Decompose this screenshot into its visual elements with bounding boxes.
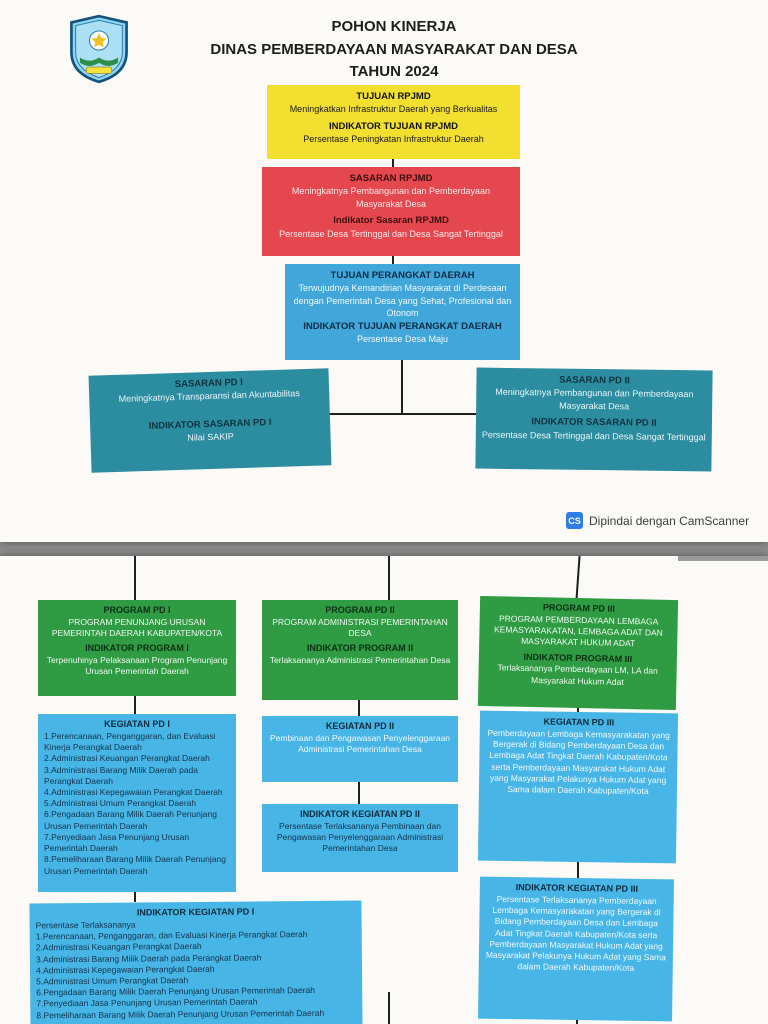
sasaran-rpjmd-indicator-body: Persentase Desa Tertinggal dan Desa Sang…: [279, 228, 503, 239]
tujuan-pd-indicator-body: Persentase Desa Maju: [356, 334, 449, 345]
program-pd-1-indicator-body: Terpenuhinya Pelaksanaan Program Penunja…: [46, 655, 228, 677]
program-pd-1-box: PROGRAM PD I PROGRAM PENUNJANG URUSAN PE…: [38, 600, 236, 696]
sasaran-rpjmd-indicator-heading: Indikator Sasaran RPJMD: [333, 215, 449, 227]
tujuan-rpjmd-heading: TUJUAN RPJMD: [356, 91, 431, 102]
kegiatan-pd-1-items: 1.Perencanaan, Penganggaran, dan Evaluas…: [44, 730, 226, 876]
tujuan-pd-indicator-heading: INDIKATOR TUJUAN PERANGKAT DAERAH: [303, 321, 502, 333]
indikator-kegiatan-pd-3-body: Persentase Terlaksananya Pemberdayaan Le…: [485, 893, 666, 974]
connector-line: [577, 706, 579, 714]
kegiatan-pd-2-heading: KEGIATAN PD II: [325, 721, 395, 731]
page-1: POHON KINERJA DINAS PEMBERDAYAAN MASYARA…: [0, 0, 768, 542]
sasaran-rpjmd-heading: SASARAN RPJMD: [349, 173, 433, 184]
kegiatan-pd-2-box: KEGIATAN PD II Pembinaan dan Pengawasan …: [262, 716, 458, 782]
kegiatan-pd-1-heading: KEGIATAN PD I: [104, 719, 170, 729]
program-pd-2-heading: PROGRAM PD II: [325, 605, 395, 615]
program-pd-2-indicator-heading: INDIKATOR PROGRAM II: [306, 643, 414, 654]
connector-line: [392, 158, 394, 168]
connector-line: [388, 556, 390, 600]
tujuan-rpjmd-box: TUJUAN RPJMD Meningkatkan Infrastruktur …: [267, 85, 520, 159]
kegiatan-pd-2-body: Pembinaan dan Pengawasan Penyelenggaraan…: [269, 732, 451, 755]
title-line-2: DINAS PEMBERDAYAAN MASYARAKAT DAN DESA: [210, 40, 578, 58]
sasaran-rpjmd-body: Meningkatnya Pembangunan dan Pemberdayaa…: [291, 186, 491, 209]
camscanner-watermark: CS Dipindai dengan CamScanner: [566, 512, 749, 529]
indikator-kegiatan-pd-2-body: Persentase Terlaksananya Pembinaan dan P…: [276, 820, 444, 854]
kegiatan-pd-3-body: Pemberdayaan Lembaga Kemasyarakatan yang…: [487, 727, 671, 796]
title-line-1: POHON KINERJA: [331, 18, 457, 35]
sasaran-pd-1-box: SASARAN PD I Meningkatnya Transparansi d…: [88, 368, 332, 473]
connector-line: [358, 782, 360, 804]
program-pd-3-body: PROGRAM PEMBERDAYAAN LEMBAGA KEMASYARAKA…: [493, 613, 663, 649]
connector-line: [388, 992, 390, 1024]
tujuan-pd-heading: TUJUAN PERANGKAT DAERAH: [330, 270, 475, 281]
indikator-kegiatan-pd-2-box: INDIKATOR KEGIATAN PD II Persentase Terl…: [262, 804, 458, 872]
program-pd-1-indicator-heading: INDIKATOR PROGRAM I: [85, 643, 189, 654]
indikator-kegiatan-pd-2-heading: INDIKATOR KEGIATAN PD II: [300, 809, 420, 819]
kegiatan-pd-3-box: KEGIATAN PD III Pemberdayaan Lembaga Kem…: [477, 710, 679, 864]
tujuan-perangkat-daerah-box: TUJUAN PERANGKAT DAERAH Terwujudnya Kema…: [285, 264, 520, 360]
sasaran-rpjmd-box: SASARAN RPJMD Meningkatnya Pembangunan d…: [262, 167, 520, 256]
sasaran-pd-2-box: SASARAN PD II Meningkatnya Pembangunan d…: [475, 367, 713, 472]
tujuan-rpjmd-indicator-body: Persentase Peningkatan Infrastruktur Dae…: [303, 134, 484, 145]
connector-line: [134, 696, 136, 714]
indikator-kegiatan-pd-3-box: INDIKATOR KEGIATAN PD III Persentase Ter…: [478, 876, 674, 1022]
indikator-kegiatan-pd-1-items: 1.Perencanaan, Penganggaran, dan Evaluas…: [35, 929, 325, 1021]
connector-line: [134, 556, 136, 600]
page-2: PROGRAM PD I PROGRAM PENUNJANG URUSAN PE…: [0, 556, 768, 1024]
program-pd-1-heading: PROGRAM PD I: [103, 605, 171, 615]
title-line-3: TAHUN 2024: [349, 63, 439, 80]
program-pd-2-box: PROGRAM PD II PROGRAM ADMINISTRASI PEMER…: [262, 600, 458, 700]
kegiatan-pd-1-box: KEGIATAN PD I 1.Perencanaan, Penganggara…: [38, 714, 236, 892]
connector-line: [318, 413, 494, 415]
tujuan-pd-body: Terwujudnya Kemandirian Masyarakat di Pe…: [293, 283, 512, 319]
indikator-kegiatan-pd-1-box: INDIKATOR KEGIATAN PD I Persentase Terla…: [29, 900, 363, 1024]
connector-line: [134, 892, 136, 902]
program-pd-3-indicator-body: Terlaksananya Pemberdayaan LM, LA dan Ma…: [497, 662, 658, 687]
connector-line: [575, 556, 581, 601]
camscanner-icon: CS: [566, 512, 583, 529]
program-pd-2-body: PROGRAM ADMINISTRASI PEMERINTAHAN DESA: [272, 616, 448, 639]
document-title: POHON KINERJA DINAS PEMBERDAYAAN MASYARA…: [184, 16, 604, 84]
sasaran-pd-2-indicator-body: Persentase Desa Tertinggal dan Desa Sang…: [481, 429, 706, 443]
connector-line: [401, 359, 403, 415]
tujuan-rpjmd-indicator-heading: INDIKATOR TUJUAN RPJMD: [329, 120, 458, 132]
connector-line: [358, 700, 360, 716]
tujuan-rpjmd-body: Meningkatkan Infrastruktur Daerah yang B…: [289, 104, 498, 115]
program-pd-3-box: PROGRAM PD III PROGRAM PEMBERDAYAAN LEMB…: [477, 595, 679, 711]
program-pd-2-indicator-body: Terlaksananya Administrasi Pemerintahan …: [269, 655, 451, 666]
connector-line: [392, 255, 394, 265]
scan-artifact: [678, 556, 768, 561]
program-pd-1-body: PROGRAM PENUNJANG URUSAN PEMERINTAH DAER…: [51, 616, 223, 639]
camscanner-watermark-text: Dipindai dengan CamScanner: [589, 513, 750, 528]
connector-line: [577, 862, 579, 878]
regional-government-crest-logo: [70, 14, 128, 84]
sasaran-pd-2-body: Meningkatnya Pembangunan dan Pemberdayaa…: [495, 387, 694, 412]
